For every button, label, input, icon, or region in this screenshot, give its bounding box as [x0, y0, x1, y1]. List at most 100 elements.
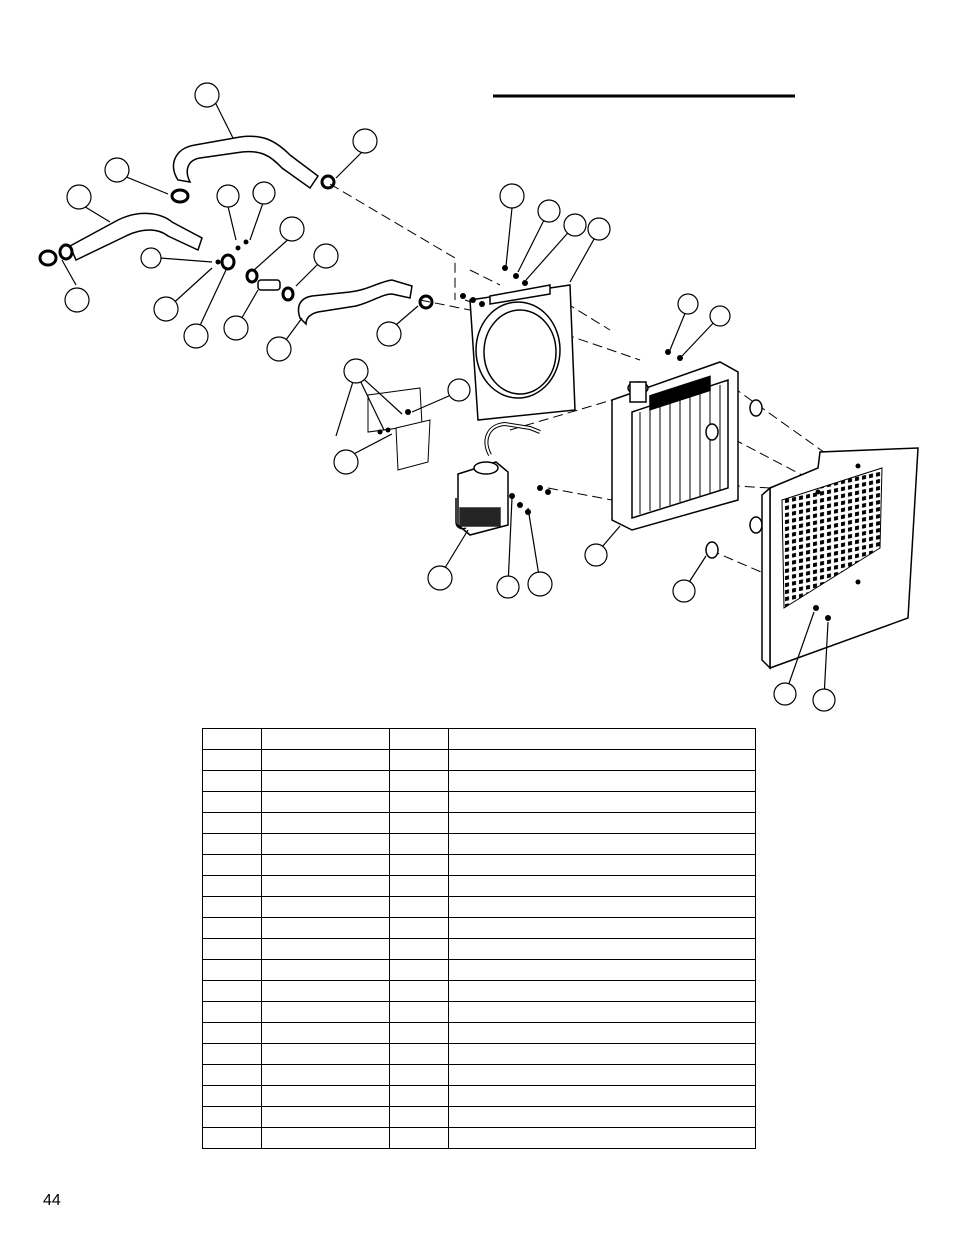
callout-circle	[563, 213, 587, 237]
table-cell	[448, 1001, 756, 1023]
table-cell	[202, 875, 262, 897]
table-cell	[261, 1085, 390, 1107]
callout-circle	[376, 321, 402, 347]
table-cell	[448, 728, 756, 750]
table-cell	[202, 917, 262, 939]
table-cell	[202, 749, 262, 771]
table-cell	[389, 1085, 449, 1107]
callout-circle	[279, 216, 305, 242]
table-cell	[261, 1001, 390, 1023]
callout-circle	[812, 688, 836, 712]
table-cell	[261, 1106, 390, 1128]
table-cell	[261, 875, 390, 897]
callout-circle	[194, 82, 220, 108]
table-cell	[389, 854, 449, 876]
callout-circle	[527, 571, 553, 597]
callout-circle	[584, 543, 608, 567]
table-cell	[448, 917, 756, 939]
callout-circle	[333, 449, 359, 475]
callout-circle	[427, 565, 453, 591]
callout-circle	[587, 217, 611, 241]
callout-circle	[140, 247, 162, 269]
callout-circle	[709, 305, 731, 327]
callout-circle	[773, 682, 797, 706]
table-cell	[261, 728, 390, 750]
table-cell	[448, 875, 756, 897]
table-cell	[448, 1127, 756, 1149]
table-cell	[389, 833, 449, 855]
table-cell	[261, 791, 390, 813]
table-cell	[261, 833, 390, 855]
table-cell	[389, 770, 449, 792]
table-row	[202, 1001, 756, 1023]
callout-circles	[64, 82, 836, 712]
table-cell	[202, 1085, 262, 1107]
table-row	[202, 1085, 756, 1107]
radiator	[611, 361, 739, 531]
table-cell	[202, 1001, 262, 1023]
table-cell	[389, 749, 449, 771]
callout-circle	[104, 157, 130, 183]
table-row	[202, 875, 756, 897]
table-cell	[448, 938, 756, 960]
table-cell	[448, 833, 756, 855]
table-cell	[448, 1085, 756, 1107]
table-cell	[448, 1043, 756, 1065]
fasteners	[215, 239, 861, 621]
callout-circle	[677, 293, 699, 315]
table-row	[202, 1043, 756, 1065]
table-cell	[202, 1043, 262, 1065]
table-cell	[261, 938, 390, 960]
table-cell	[389, 959, 449, 981]
table-cell	[448, 812, 756, 834]
table-row	[202, 1022, 756, 1044]
table-cell	[202, 1106, 262, 1128]
table-cell	[261, 1022, 390, 1044]
fan-shroud	[469, 284, 576, 421]
table-cell	[261, 1043, 390, 1065]
hose-clamps	[38, 174, 434, 310]
table-cell	[202, 833, 262, 855]
table-cell	[261, 1064, 390, 1086]
callout-circle	[499, 183, 525, 209]
table-cell	[389, 1064, 449, 1086]
table-cell	[448, 896, 756, 918]
callout-circle	[343, 358, 369, 384]
parts-table	[202, 728, 756, 1149]
mounting-bracket	[367, 387, 431, 471]
table-row	[202, 980, 756, 1002]
callout-circle	[183, 323, 209, 349]
table-cell	[448, 980, 756, 1002]
callout-circle	[537, 199, 561, 223]
table-cell	[261, 1127, 390, 1149]
callout-circle	[153, 296, 179, 322]
table-cell	[389, 812, 449, 834]
table-cell	[202, 1127, 262, 1149]
table-cell	[389, 917, 449, 939]
table-cell	[389, 1106, 449, 1128]
table-cell	[202, 896, 262, 918]
table-cell	[448, 1022, 756, 1044]
upper-radiator-hose	[172, 135, 320, 190]
table-cell	[389, 896, 449, 918]
table-row	[202, 854, 756, 876]
table-cell	[448, 854, 756, 876]
table-cell	[202, 812, 262, 834]
table-cell	[202, 791, 262, 813]
table-cell	[389, 1001, 449, 1023]
table-cell	[202, 938, 262, 960]
lower-hose-right	[297, 279, 413, 326]
table-cell	[261, 917, 390, 939]
table-row	[202, 1106, 756, 1128]
table-cell	[448, 770, 756, 792]
table-cell	[261, 959, 390, 981]
table-cell	[202, 1022, 262, 1044]
hose-connector	[257, 279, 281, 291]
callout-circle	[252, 181, 276, 205]
callout-circle	[266, 336, 292, 362]
table-row	[202, 749, 756, 771]
callout-circle	[223, 315, 249, 341]
callout-circle	[216, 184, 240, 208]
table-cell	[389, 1127, 449, 1149]
callout-circle	[447, 378, 471, 402]
